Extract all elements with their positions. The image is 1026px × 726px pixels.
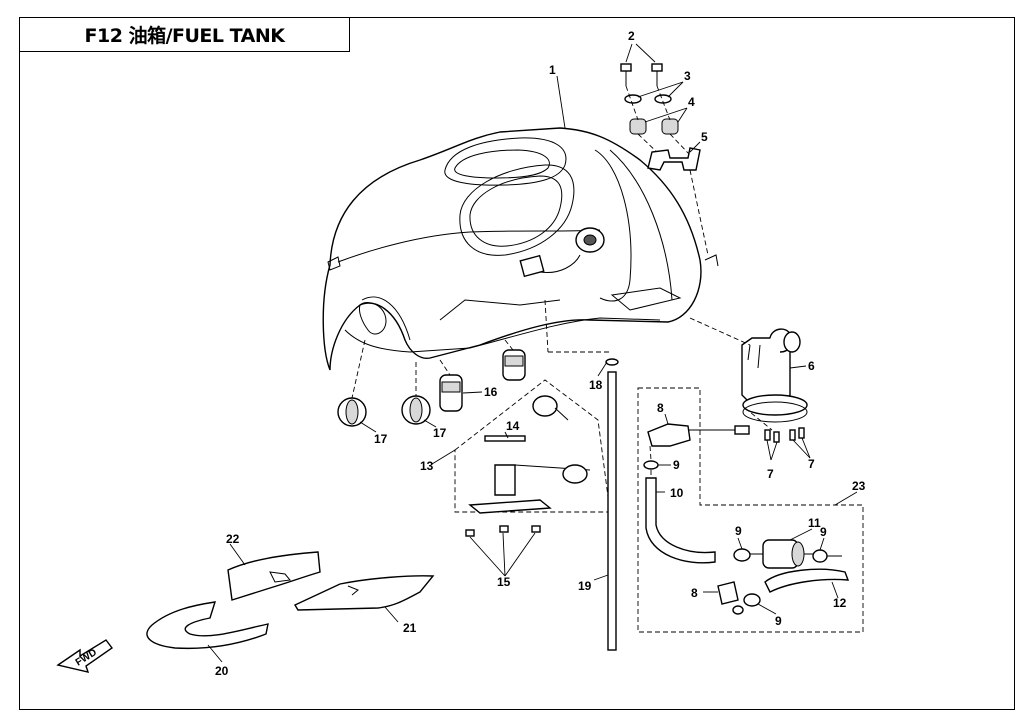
drawing-frame [19,17,1015,710]
pump-guide-line [689,317,751,346]
callout-9-filter-right: 9 [820,525,827,539]
fuel-pump-assembly [741,328,808,443]
title-box: F12 油箱/FUEL TANK [19,17,350,52]
pump-bolts [764,427,805,443]
callout-7-left: 7 [767,467,774,481]
fuel-hose [645,477,716,564]
rubber-dampers [337,349,526,427]
callout-2: 2 [628,29,635,43]
tank-bracket [647,147,701,171]
callout-15: 15 [497,575,511,589]
callout-23: 23 [852,479,866,493]
mounting-bolts [620,63,691,156]
callout-5: 5 [701,130,708,144]
callout-22: 22 [226,532,240,546]
fuel-tank [322,127,719,371]
insulation-pads [146,551,435,650]
damper-guide-line-1 [351,339,366,399]
callout-13: 13 [420,459,434,473]
callout-20: 20 [215,664,229,678]
vent-guide-line [544,299,549,353]
callout-8-bottom: 8 [691,586,698,600]
callout-numbers: 1 2 3 4 5 6 7 7 8 8 9 9 9 9 10 11 12 13 … [215,29,866,678]
sender-screws [465,525,541,537]
callout-19: 19 [578,579,592,593]
callout-9-upper: 9 [673,458,680,472]
callout-12: 12 [833,596,847,610]
callout-18: 18 [589,378,603,392]
callout-21: 21 [403,621,417,635]
bracket-guide-line [689,169,709,256]
connector-guide-line [649,445,652,461]
callout-9-bottom: 9 [775,614,782,628]
drain-hose [605,358,619,651]
damper-guide-line-4 [504,339,514,351]
callout-8-top: 8 [657,401,664,415]
callout-1: 1 [549,63,556,77]
callout-10: 10 [670,486,684,500]
callout-16: 16 [484,385,498,399]
callout-3: 3 [684,69,691,83]
fuel-filter [717,539,850,615]
callout-17-right: 17 [433,426,447,440]
leader-lines [207,43,858,663]
page-title: F12 油箱/FUEL TANK [84,25,285,47]
callout-11: 11 [808,516,821,530]
damper-guide-line-3 [439,359,451,376]
callout-7-right: 7 [808,457,815,471]
callout-6: 6 [808,359,815,373]
fuel-connector [643,423,750,470]
callout-14: 14 [506,419,520,433]
forward-direction-arrow: FWD [56,639,113,673]
callout-4: 4 [688,95,695,109]
callout-9-filter-left: 9 [735,524,742,538]
fuel-level-sender [454,379,611,537]
callout-17-left: 17 [374,432,388,446]
